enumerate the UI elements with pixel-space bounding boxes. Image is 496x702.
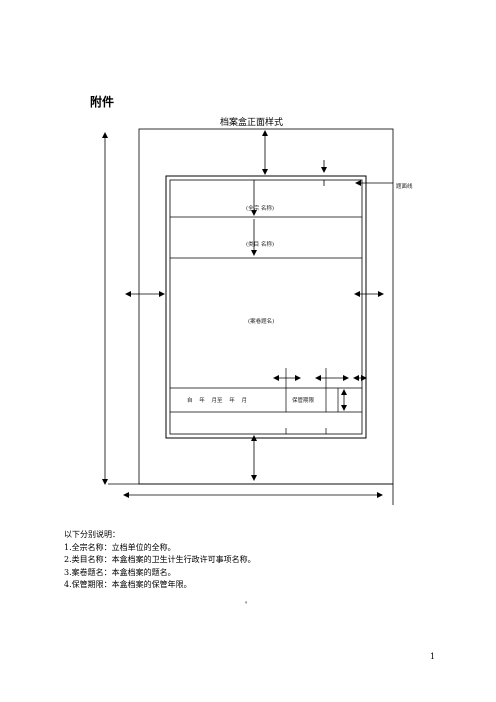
volume-title-label: (案卷题名) [248, 319, 275, 325]
outer-box [138, 128, 394, 485]
inner-frame-inner [169, 179, 363, 435]
explanation-heading: 以下分别说明： [64, 530, 120, 539]
date-range-label: 自 年 月至 年 月 [187, 398, 247, 404]
explanation-item: 1.全宗名称：立档单位的全称。 [64, 542, 176, 552]
diagram-title: 档案盒正面样式 [220, 118, 284, 128]
footnote-mark: 。 [245, 598, 252, 605]
explanation-item: 2.类目名称：本盒档案的卫生计生行政许可事项名称。 [64, 555, 256, 564]
attachment-heading: 附件 [90, 95, 115, 109]
explanation-item: 3.案卷题名：本盒档案的题名。 [64, 567, 176, 577]
explanation-block: 以下分别说明： 1.全宗名称：立档单位的全称。 2.类目名称：本盒档案的卫生计生… [64, 529, 256, 592]
explanation-item: 4.保管期限：本盒档案的保管年限。 [64, 580, 192, 589]
inner-frame-outer [165, 175, 367, 439]
category-name-label: (类目 名称) [246, 242, 275, 248]
retention-period-label: 保管期限 [292, 398, 315, 404]
title-frame-label: 题面线 [396, 184, 413, 190]
fonds-name-label: (全宗 名称) [246, 206, 275, 212]
page-number: 1 [430, 652, 436, 661]
